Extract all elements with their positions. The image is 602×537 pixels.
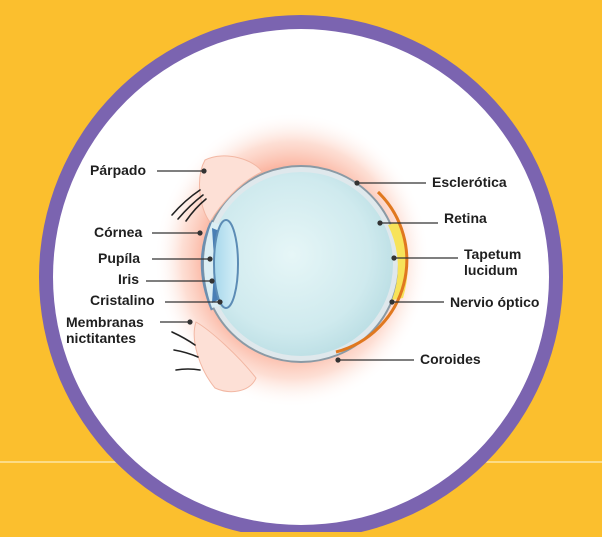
label-nervio: Nervio óptico [450,294,539,310]
label-parpado: Párpado [90,162,146,178]
label-membranas: Membranas nictitantes [66,314,144,346]
label-cornea: Córnea [94,224,142,240]
leader-tapetum-dot [392,256,396,260]
leader-cornea-dot [198,231,202,235]
leader-retina-dot [378,221,382,225]
leader-parpado-dot [202,169,206,173]
leader-nervio-dot [390,300,394,304]
lens-shape [214,220,238,308]
label-iris: Iris [118,271,139,287]
leader-esclerotica-dot [355,181,359,185]
label-tapetum: Tapetum lucidum [464,246,521,278]
label-retina: Retina [444,210,487,226]
leader-iris-dot [210,279,214,283]
label-esclerotica: Esclerótica [432,174,507,190]
label-pupila: Pupíla [98,250,140,266]
leader-membranas-dot [188,320,192,324]
label-coroides: Coroides [420,351,481,367]
leader-pupila-dot [208,257,212,261]
leader-coroides-dot [336,358,340,362]
leader-cristalino-dot [218,300,222,304]
label-cristalino: Cristalino [90,292,155,308]
